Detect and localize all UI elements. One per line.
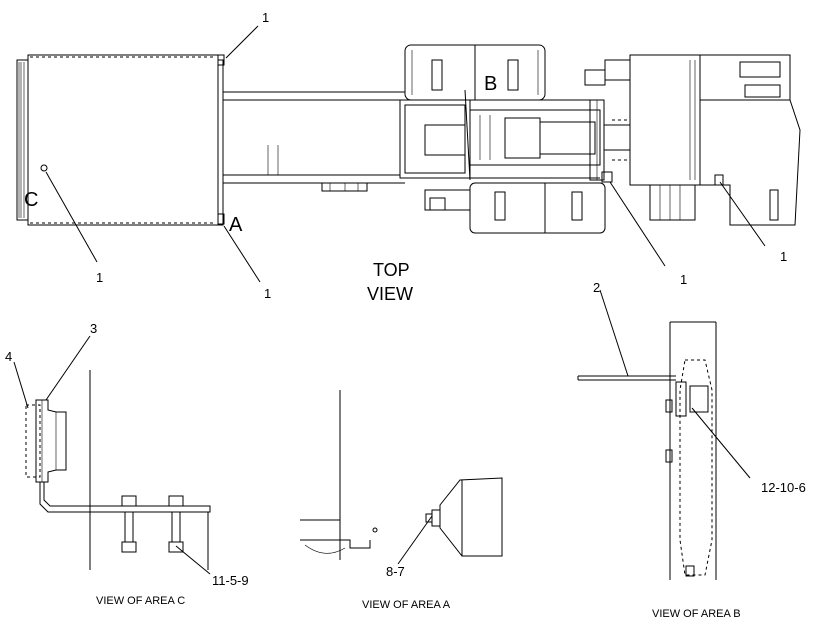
callout-4-lamp: 4 <box>5 349 12 364</box>
callout-1-center-right: 1 <box>680 272 687 287</box>
top-view-title-line2: VIEW <box>367 284 413 304</box>
callout-2-bracket: 2 <box>593 280 600 295</box>
callout-8-7: 8-7 <box>386 564 405 579</box>
callout-1-far-right: 1 <box>780 249 787 264</box>
caption-view-area-c: VIEW OF AREA C <box>96 595 185 607</box>
callout-3-housing: 3 <box>90 321 97 336</box>
top-view-right-housing <box>584 54 801 226</box>
view-area-b: 2 12-10-6 VIEW OF AREA B <box>577 280 806 620</box>
callout-11-5-9: 11-5-9 <box>212 573 249 588</box>
top-view-lower-tanks <box>424 182 606 234</box>
top-view-callout-leaders <box>45 25 766 283</box>
view-area-a: 8-7 VIEW OF AREA A <box>300 390 503 611</box>
top-view-frame-rails <box>223 91 405 192</box>
area-b-label: B <box>484 73 497 95</box>
callout-12-10-6: 12-10-6 <box>761 480 806 495</box>
callout-1-top-left: 1 <box>262 10 269 25</box>
top-view: A B C TOP VIEW 1 1 1 1 1 <box>16 10 801 304</box>
caption-view-area-a: VIEW OF AREA A <box>362 599 451 611</box>
area-a-label: A <box>229 214 243 236</box>
top-view-center-block <box>399 89 613 183</box>
caption-view-area-b: VIEW OF AREA B <box>652 608 741 620</box>
top-view-upper-tanks <box>404 44 546 101</box>
top-view-title-line1: TOP <box>373 260 410 280</box>
callout-1-area-a: 1 <box>264 286 271 301</box>
callout-1-area-c: 1 <box>96 270 103 285</box>
area-c-label: C <box>24 189 38 211</box>
top-view-left-panel <box>16 54 225 226</box>
view-area-c: 4 3 11-5-9 VIEW OF AREA C <box>5 321 249 607</box>
